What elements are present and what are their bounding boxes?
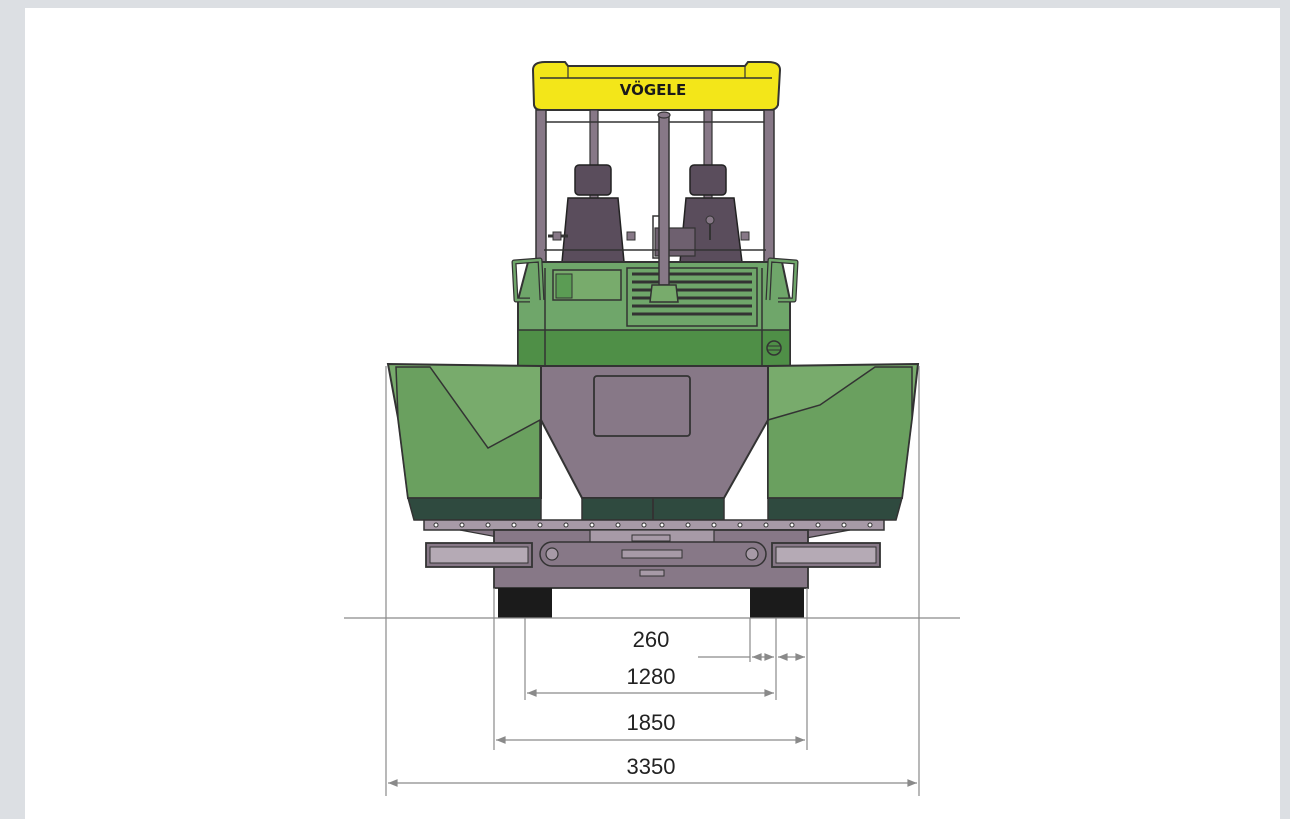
push-roller-beam: [423, 519, 885, 589]
dimension-label-1280: 1280: [627, 664, 676, 689]
dimension-label-3350: 3350: [627, 754, 676, 779]
dimension-label-260: 260: [633, 627, 670, 652]
dimension-3350: 3350: [387, 754, 917, 787]
brand-logo: VÖGELE: [620, 80, 686, 99]
dimension-1280: 1280: [527, 664, 774, 697]
central-frame: [540, 365, 769, 522]
hopper-right: [767, 362, 920, 521]
dimension-260: 260: [633, 627, 805, 661]
hopper-left: [386, 362, 542, 521]
dimension-1850: 1850: [495, 710, 805, 744]
dimension-label-1850: 1850: [627, 710, 676, 735]
paver-front-view-diagram: VÖGELE: [344, 61, 960, 796]
operator-seats: [544, 164, 766, 263]
extension-lines: [385, 366, 920, 796]
diagram-card: VÖGELE: [25, 8, 1280, 819]
canopy-roof: VÖGELE: [531, 61, 782, 111]
front-tires: [498, 588, 804, 618]
handrails: [511, 257, 799, 303]
engine-hood: [517, 261, 791, 367]
steering-column: [649, 111, 679, 303]
